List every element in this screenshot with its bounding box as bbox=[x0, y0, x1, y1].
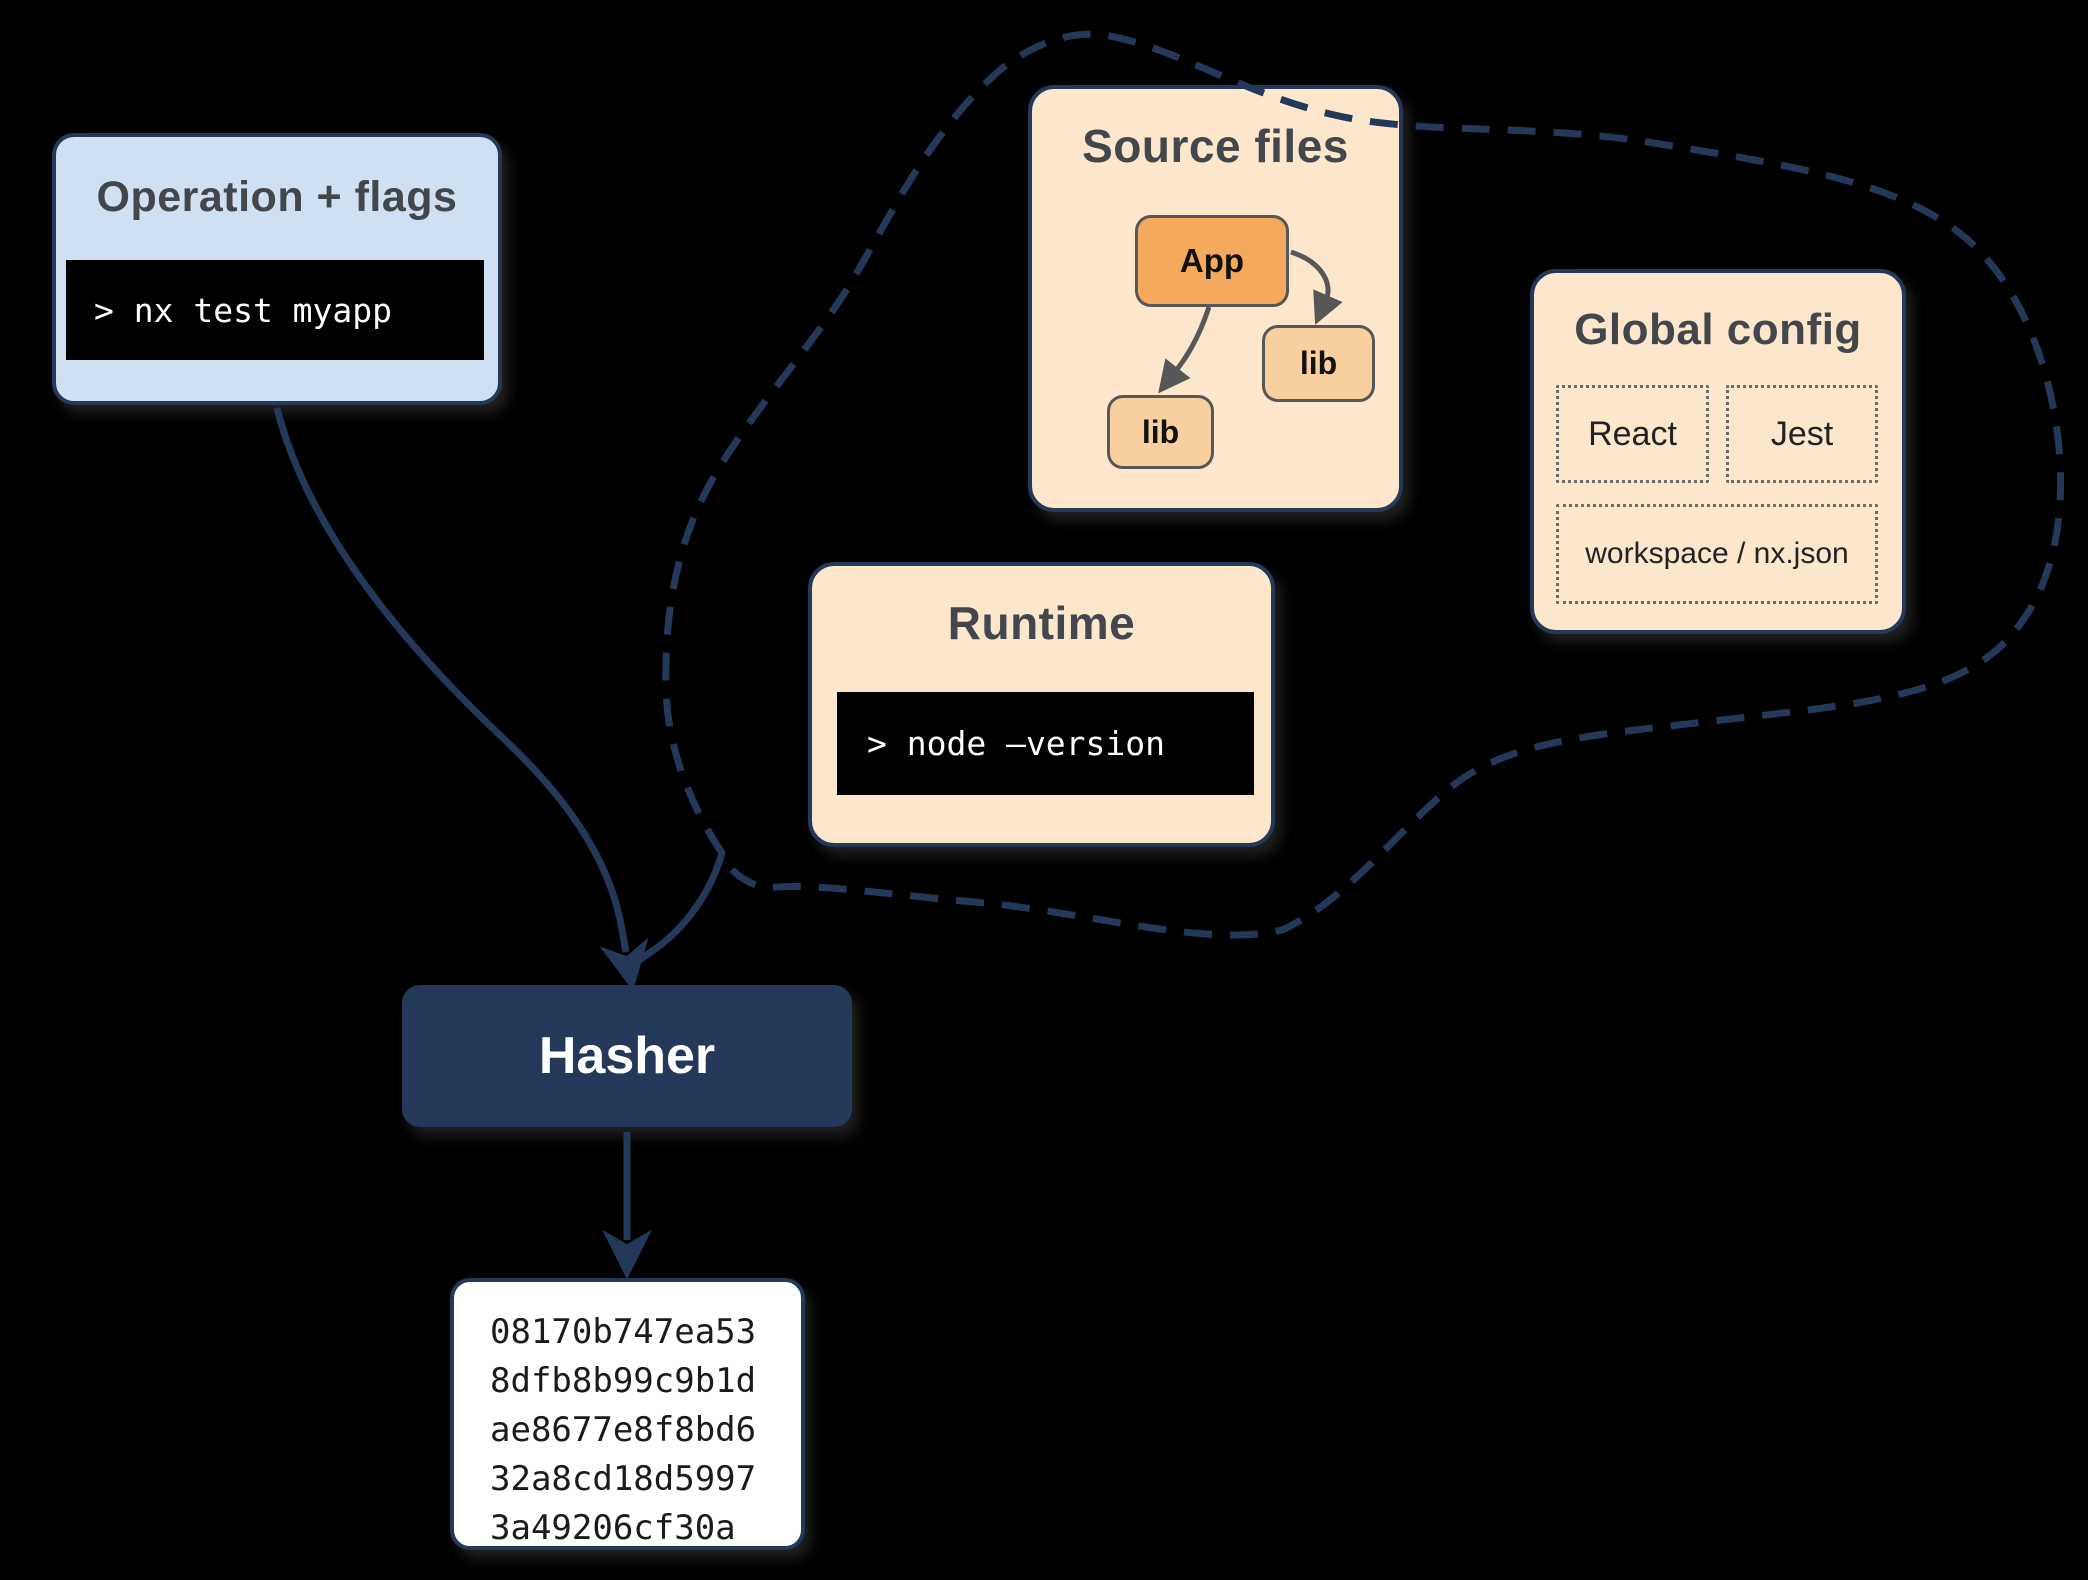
hash-line: 32a8cd18d5997 bbox=[490, 1459, 757, 1499]
workspace-label: workspace / nx.json bbox=[1585, 537, 1849, 570]
arrow-operation-to-hasher bbox=[273, 407, 649, 991]
hash-line: ae8677e8f8bd6 bbox=[490, 1410, 757, 1450]
hash-line: 08170b747ea53 bbox=[490, 1312, 757, 1352]
source-files-box: Source files App lib lib bbox=[1028, 85, 1403, 512]
arrow-cloud-to-hasher bbox=[631, 852, 726, 968]
hasher-label: Hasher bbox=[538, 1027, 716, 1085]
jest-label: Jest bbox=[1770, 414, 1834, 453]
hash-line: 3a49206cf30a bbox=[490, 1508, 736, 1548]
source-files-title: Source files bbox=[1082, 120, 1349, 172]
lib-node-right-label: lib bbox=[1299, 345, 1338, 381]
react-label: React bbox=[1588, 414, 1677, 453]
global-config-react-item: React bbox=[1556, 385, 1709, 483]
app-node-label: App bbox=[1179, 242, 1245, 279]
operation-terminal: > nx test myapp bbox=[66, 260, 484, 360]
global-config-workspace-item: workspace / nx.json bbox=[1556, 504, 1878, 604]
hasher-box: Hasher bbox=[402, 985, 852, 1127]
runtime-command-text: > node –version bbox=[867, 724, 1166, 763]
hash-output-box: 08170b747ea53 8dfb8b99c9b1d ae8677e8f8bd… bbox=[450, 1278, 805, 1550]
global-config-box: Global config React Jest workspace / nx.… bbox=[1530, 269, 1906, 634]
global-config-jest-item: Jest bbox=[1726, 385, 1878, 483]
app-node: App bbox=[1135, 215, 1289, 307]
runtime-box: Runtime > node –version bbox=[808, 562, 1275, 847]
runtime-terminal: > node –version bbox=[837, 692, 1254, 795]
lib-node-left-label: lib bbox=[1141, 413, 1180, 450]
operation-flags-box: Operation + flags > nx test myapp bbox=[52, 133, 502, 405]
hash-line: 8dfb8b99c9b1d bbox=[490, 1361, 757, 1401]
runtime-title: Runtime bbox=[947, 597, 1136, 649]
lib-node-right: lib bbox=[1262, 325, 1375, 402]
lib-node-left: lib bbox=[1107, 395, 1214, 469]
global-config-title: Global config bbox=[1574, 305, 1862, 354]
operation-command-text: > nx test myapp bbox=[94, 290, 393, 330]
operation-flags-title: Operation + flags bbox=[96, 173, 458, 221]
